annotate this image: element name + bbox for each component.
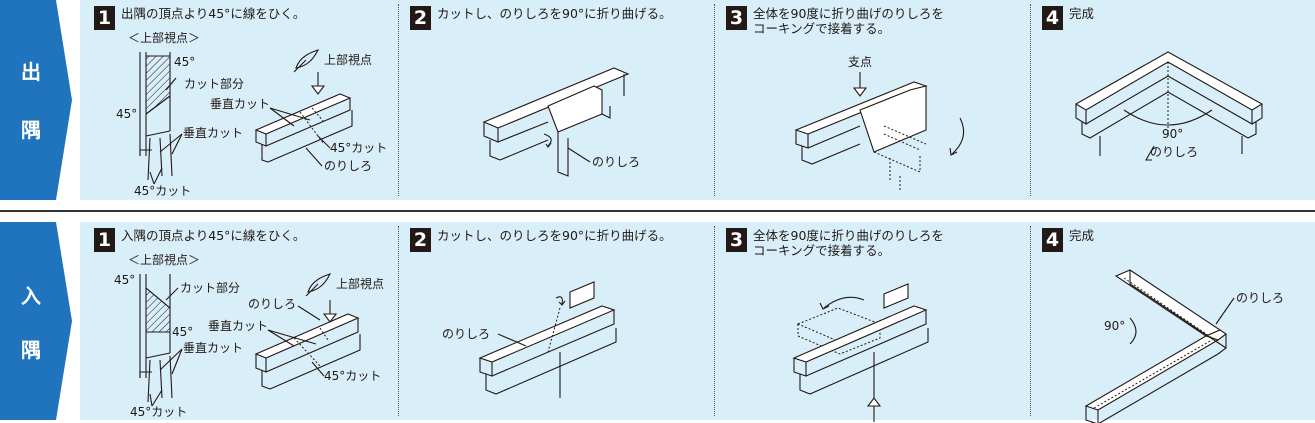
inner-vertical-cut-label-2: 垂直カット bbox=[208, 319, 268, 333]
outer-noshiro-label-2: のりしろ bbox=[592, 155, 640, 169]
inner-vertical-cut-label-1: 垂直カット bbox=[183, 341, 243, 355]
inner-cut-45-label-2: 45°カット bbox=[324, 369, 381, 383]
inner-cut-45-label-1: 45°カット bbox=[130, 405, 187, 419]
outer-vertical-cut-label-1: 垂直カット bbox=[183, 126, 243, 140]
outer-cut-45-label-2: 45°カット bbox=[330, 141, 387, 155]
inner-steps-panel: 1 入隅の頂点より45°に線をひく。 ＜上部視点＞ 45° カット部分 45° … bbox=[80, 222, 1315, 420]
inner-cut-part-hatch bbox=[146, 288, 170, 332]
inner-step-2-title: カットし、のりしろを90°に折り曲げる。 bbox=[437, 228, 672, 243]
outer-angle-45-top: 45° bbox=[174, 55, 195, 69]
inner-step-4-title: 完成 bbox=[1069, 228, 1094, 243]
inner-step-2-diagram: のりしろ bbox=[398, 248, 708, 418]
outer-step-1-title: 出隅の頂点より45°に線をひく。 bbox=[121, 6, 305, 21]
inner-corner-section: 入 隅 1 入隅の頂点より45°に線をひく。 ＜上部視点＞ 45° カット部分 … bbox=[0, 222, 1315, 420]
inner-leaf-icon bbox=[306, 274, 330, 296]
outer-fulcrum-label: 支点 bbox=[848, 55, 872, 69]
outer-step-3-diagram: 支点 bbox=[714, 26, 1024, 196]
inner-noshiro-label-2: のりしろ bbox=[442, 327, 490, 341]
outer-step-4-title: 完成 bbox=[1069, 6, 1094, 21]
outer-step-2-title: カットし、のりしろを90°に折り曲げる。 bbox=[437, 6, 672, 21]
inner-step-1-diagram: ＜上部視点＞ 45° カット部分 45° 垂直カット 45°カット 上部視点 bbox=[80, 248, 390, 418]
outer-top-view-label: 上部視点 bbox=[324, 52, 372, 67]
outer-leaf-icon bbox=[294, 50, 318, 72]
outer-corner-section: 出 隅 1 出隅の頂点より45°に線をひく。 ＜上部視点＞ 45° カット部分 bbox=[0, 0, 1315, 200]
outer-tab-char-1: 出 bbox=[0, 62, 62, 82]
inner-tab-char-1: 入 bbox=[0, 286, 62, 306]
outer-top-view-bracket: ＜上部視点＞ bbox=[128, 30, 200, 45]
inner-top-view-label: 上部視点 bbox=[336, 276, 384, 291]
outer-noshiro-label-3: のりしろ bbox=[1150, 145, 1198, 159]
inner-top-view-bracket: ＜上部視点＞ bbox=[128, 252, 200, 267]
outer-vertical-cut-label-2: 垂直カット bbox=[210, 97, 270, 111]
inner-angle-45-mid: 45° bbox=[172, 325, 193, 339]
inner-step-4-diagram: 90° のりしろ bbox=[1030, 248, 1314, 418]
inner-tab-char-2: 隅 bbox=[0, 340, 62, 360]
outer-angle-90-label: 90° bbox=[1162, 127, 1183, 141]
outer-tab-char-2: 隅 bbox=[0, 120, 62, 140]
section-separator bbox=[0, 210, 1315, 212]
inner-angle-90-label: 90° bbox=[1104, 319, 1125, 333]
inner-step-1-title: 入隅の頂点より45°に線をひく。 bbox=[121, 228, 305, 243]
inner-step-3-title: 全体を90度に折り曲げのりしろを bbox=[753, 228, 944, 243]
outer-corner-tab bbox=[0, 0, 72, 200]
inner-corner-tab bbox=[0, 222, 72, 420]
outer-angle-45-left: 45° bbox=[116, 107, 137, 121]
outer-noshiro-label-1: のりしろ bbox=[324, 159, 372, 173]
outer-cut-part-label: カット部分 bbox=[184, 76, 244, 91]
outer-step-3-title: 全体を90度に折り曲げのりしろを bbox=[753, 6, 944, 21]
inner-noshiro-label-3: のりしろ bbox=[1236, 291, 1284, 305]
outer-step-1-diagram: ＜上部視点＞ 45° カット部分 45° 垂直カット 45°カット 上部視点 bbox=[80, 26, 390, 196]
outer-steps-panel: 1 出隅の頂点より45°に線をひく。 ＜上部視点＞ 45° カット部分 45° … bbox=[80, 0, 1315, 200]
inner-cut-part-label: カット部分 bbox=[180, 280, 240, 295]
inner-step-3-diagram: 支点 bbox=[714, 248, 1024, 418]
outer-step-4-diagram: 90° のりしろ bbox=[1030, 26, 1314, 196]
inner-angle-45-left: 45° bbox=[114, 273, 135, 287]
outer-step-2-diagram: のりしろ bbox=[398, 26, 708, 196]
inner-noshiro-label-1: のりしろ bbox=[248, 297, 296, 311]
outer-cut-45-label-1: 45°カット bbox=[134, 184, 191, 198]
